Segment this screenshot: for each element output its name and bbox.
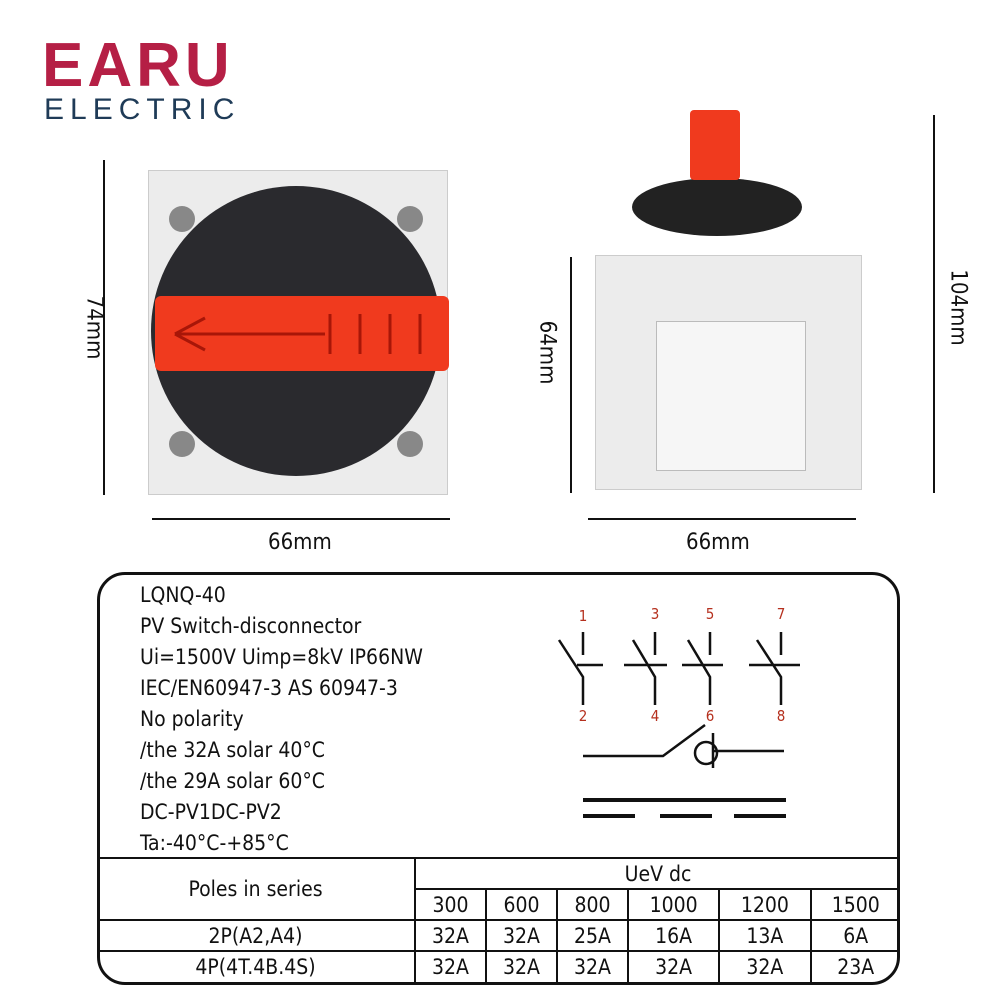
side-red-handle <box>690 110 740 180</box>
voltage-cell: 1500 <box>809 888 900 921</box>
terminal-label: 4 <box>651 707 660 725</box>
value-cell: 32A <box>626 950 721 982</box>
brand-sub: ELECTRIC <box>44 93 241 126</box>
spec-line: /the 32A solar 40°C <box>140 738 325 762</box>
terminal-label: 3 <box>651 605 660 623</box>
terminal-label: 1 <box>579 607 588 625</box>
spec-list: LQNQ-40 PV Switch-disconnector Ui=1500V … <box>140 580 423 859</box>
dimension-line <box>152 518 450 520</box>
dimension-line <box>103 160 105 495</box>
row-header: Poles in series <box>97 857 416 921</box>
spec-line: No polarity <box>140 707 244 731</box>
spec-line: DC-PV1DC-PV2 <box>140 800 282 824</box>
terminal-label: 6 <box>706 707 715 725</box>
table-row: 2P(A2,A4) 32A 32A 25A 16A 13A 6A <box>97 919 900 952</box>
screw-icon <box>397 206 423 232</box>
value-cell: 25A <box>556 919 629 952</box>
front-view-product <box>148 170 449 495</box>
row-label: 2P(A2,A4) <box>97 919 416 952</box>
dimension-line <box>588 518 856 520</box>
value-cell: 32A <box>414 919 487 952</box>
voltage-cell: 800 <box>556 888 629 921</box>
terminal-label: 5 <box>706 605 715 623</box>
value-cell: 13A <box>718 919 812 952</box>
value-cell: 32A <box>414 950 487 982</box>
voltage-cell: 1000 <box>626 888 721 921</box>
terminal-label: 8 <box>777 707 786 725</box>
dimension-line <box>570 257 572 493</box>
row-label: 4P(4T.4B.4S) <box>97 950 416 982</box>
spec-line: LQNQ-40 <box>140 583 226 607</box>
voltage-cell: 600 <box>485 888 558 921</box>
spec-line: IEC/EN60947-3 AS 60947-3 <box>140 676 398 700</box>
rating-table: Poles in series UeV dc 300 600 800 1000 … <box>97 857 900 982</box>
value-cell: 32A <box>556 950 629 982</box>
spec-line: Ta:-40°C-+85°C <box>140 831 289 855</box>
value-cell: 32A <box>485 950 558 982</box>
side-view-product <box>595 255 862 490</box>
spec-line: Ui=1500V Uimp=8kV IP66NW <box>140 645 423 669</box>
screw-icon <box>169 431 195 457</box>
value-cell: 23A <box>809 950 900 982</box>
spec-line: /the 29A solar 60°C <box>140 769 325 793</box>
voltage-cell: 1200 <box>718 888 812 921</box>
dimension-line <box>933 115 935 493</box>
voltage-cell: 300 <box>414 888 487 921</box>
terminal-label: 2 <box>579 707 588 725</box>
value-cell: 6A <box>809 919 900 952</box>
value-cell: 16A <box>626 919 721 952</box>
red-handle <box>155 296 449 371</box>
value-cell: 32A <box>485 919 558 952</box>
col-header: UeV dc <box>414 857 900 890</box>
front-width-label: 66mm <box>268 530 332 555</box>
spec-line: PV Switch-disconnector <box>140 614 362 638</box>
spec-panel <box>97 572 900 985</box>
arrow-icon <box>174 314 422 354</box>
screw-icon <box>169 206 195 232</box>
nameplate <box>656 321 806 471</box>
brand-logo: EARU <box>42 31 234 100</box>
value-cell: 32A <box>718 950 812 982</box>
terminal-label: 7 <box>777 605 786 623</box>
screw-icon <box>397 431 423 457</box>
table-row: 4P(4T.4B.4S) 32A 32A 32A 32A 32A 23A <box>97 950 900 982</box>
side-knob <box>632 178 802 236</box>
side-width-label: 66mm <box>686 530 750 555</box>
